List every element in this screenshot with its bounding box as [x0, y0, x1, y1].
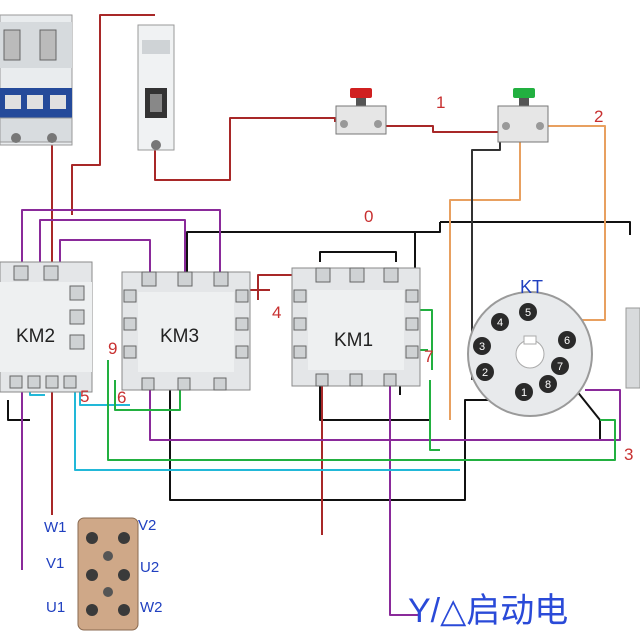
wire-purple: [39, 219, 186, 272]
terminal-v2: V2: [138, 517, 156, 534]
contactor-km1: [291, 267, 421, 387]
wire-red: [154, 117, 336, 181]
wire-number-5: 5: [80, 387, 89, 406]
wire-purple: [21, 209, 221, 272]
contactor-km2: [0, 261, 93, 393]
wire-green: [429, 380, 440, 451]
wire-number-6: 6: [117, 388, 126, 407]
wire-black: [440, 221, 631, 235]
wire-green: [114, 380, 181, 411]
wire-purple: [59, 239, 151, 272]
kt-pin-2: [476, 363, 494, 381]
wire-cyan: [74, 375, 460, 471]
wire-red: [383, 125, 500, 133]
contactor-km3: [121, 271, 251, 391]
terminal-w1: W1: [44, 519, 67, 536]
kt-pin-label-5: 5: [525, 307, 531, 319]
kt-label: KT: [520, 277, 543, 297]
terminal-v1: V1: [46, 555, 64, 572]
diagram-title: Y/△启动电: [408, 592, 568, 630]
control-circuit-breaker: [137, 24, 175, 151]
terminal-w2: W2: [140, 599, 163, 616]
wire-number-1: 1: [436, 93, 445, 112]
wire-number-9: 9: [108, 339, 117, 358]
wire-purple: [149, 380, 621, 441]
wire-black: [7, 400, 30, 421]
wire-orange: [449, 140, 521, 420]
kt-pin-label-8: 8: [545, 379, 551, 391]
wire-red: [71, 14, 155, 215]
stop-button[interactable]: [335, 88, 387, 135]
kt-pin-6: [558, 331, 576, 349]
wire-number-2: 2: [594, 107, 603, 126]
wire-black: [187, 222, 441, 233]
relay-device-edge: [625, 307, 640, 389]
km2-label: KM2: [16, 326, 55, 347]
km1-label: KM1: [334, 330, 373, 351]
kt-pin-label-3: 3: [479, 341, 485, 353]
kt-pin-4: [491, 313, 509, 331]
wire-black: [319, 251, 397, 262]
kt-pin-label-1: 1: [521, 387, 527, 399]
kt-pin-1: [515, 383, 533, 401]
wire-green: [418, 309, 433, 370]
kt-pin-8: [539, 375, 557, 393]
km3-label: KM3: [160, 326, 199, 347]
wire-number-7: 7: [424, 347, 433, 366]
main-circuit-breaker: [0, 14, 73, 146]
start-button[interactable]: [497, 88, 549, 143]
kt-pin-5: [519, 303, 537, 321]
terminal-u2: U2: [140, 559, 159, 576]
kt-pin-label-7: 7: [557, 361, 563, 373]
wire-red: [257, 274, 300, 300]
wire-number-4: 4: [272, 303, 281, 322]
kt-pin-3: [473, 337, 491, 355]
motor-terminal-box: [77, 517, 139, 631]
kt-pin-label-6: 6: [564, 335, 570, 347]
kt-pin-label-2: 2: [482, 367, 488, 379]
terminal-u1: U1: [46, 599, 65, 616]
wire-purple: [389, 380, 420, 616]
wire-green: [107, 360, 616, 461]
wire-black: [471, 140, 501, 380]
wire-number-3: 3: [624, 445, 633, 464]
kt-pin-7: [551, 357, 569, 375]
wire-number-0: 0: [364, 207, 373, 226]
kt-pin-label-4: 4: [497, 317, 503, 329]
